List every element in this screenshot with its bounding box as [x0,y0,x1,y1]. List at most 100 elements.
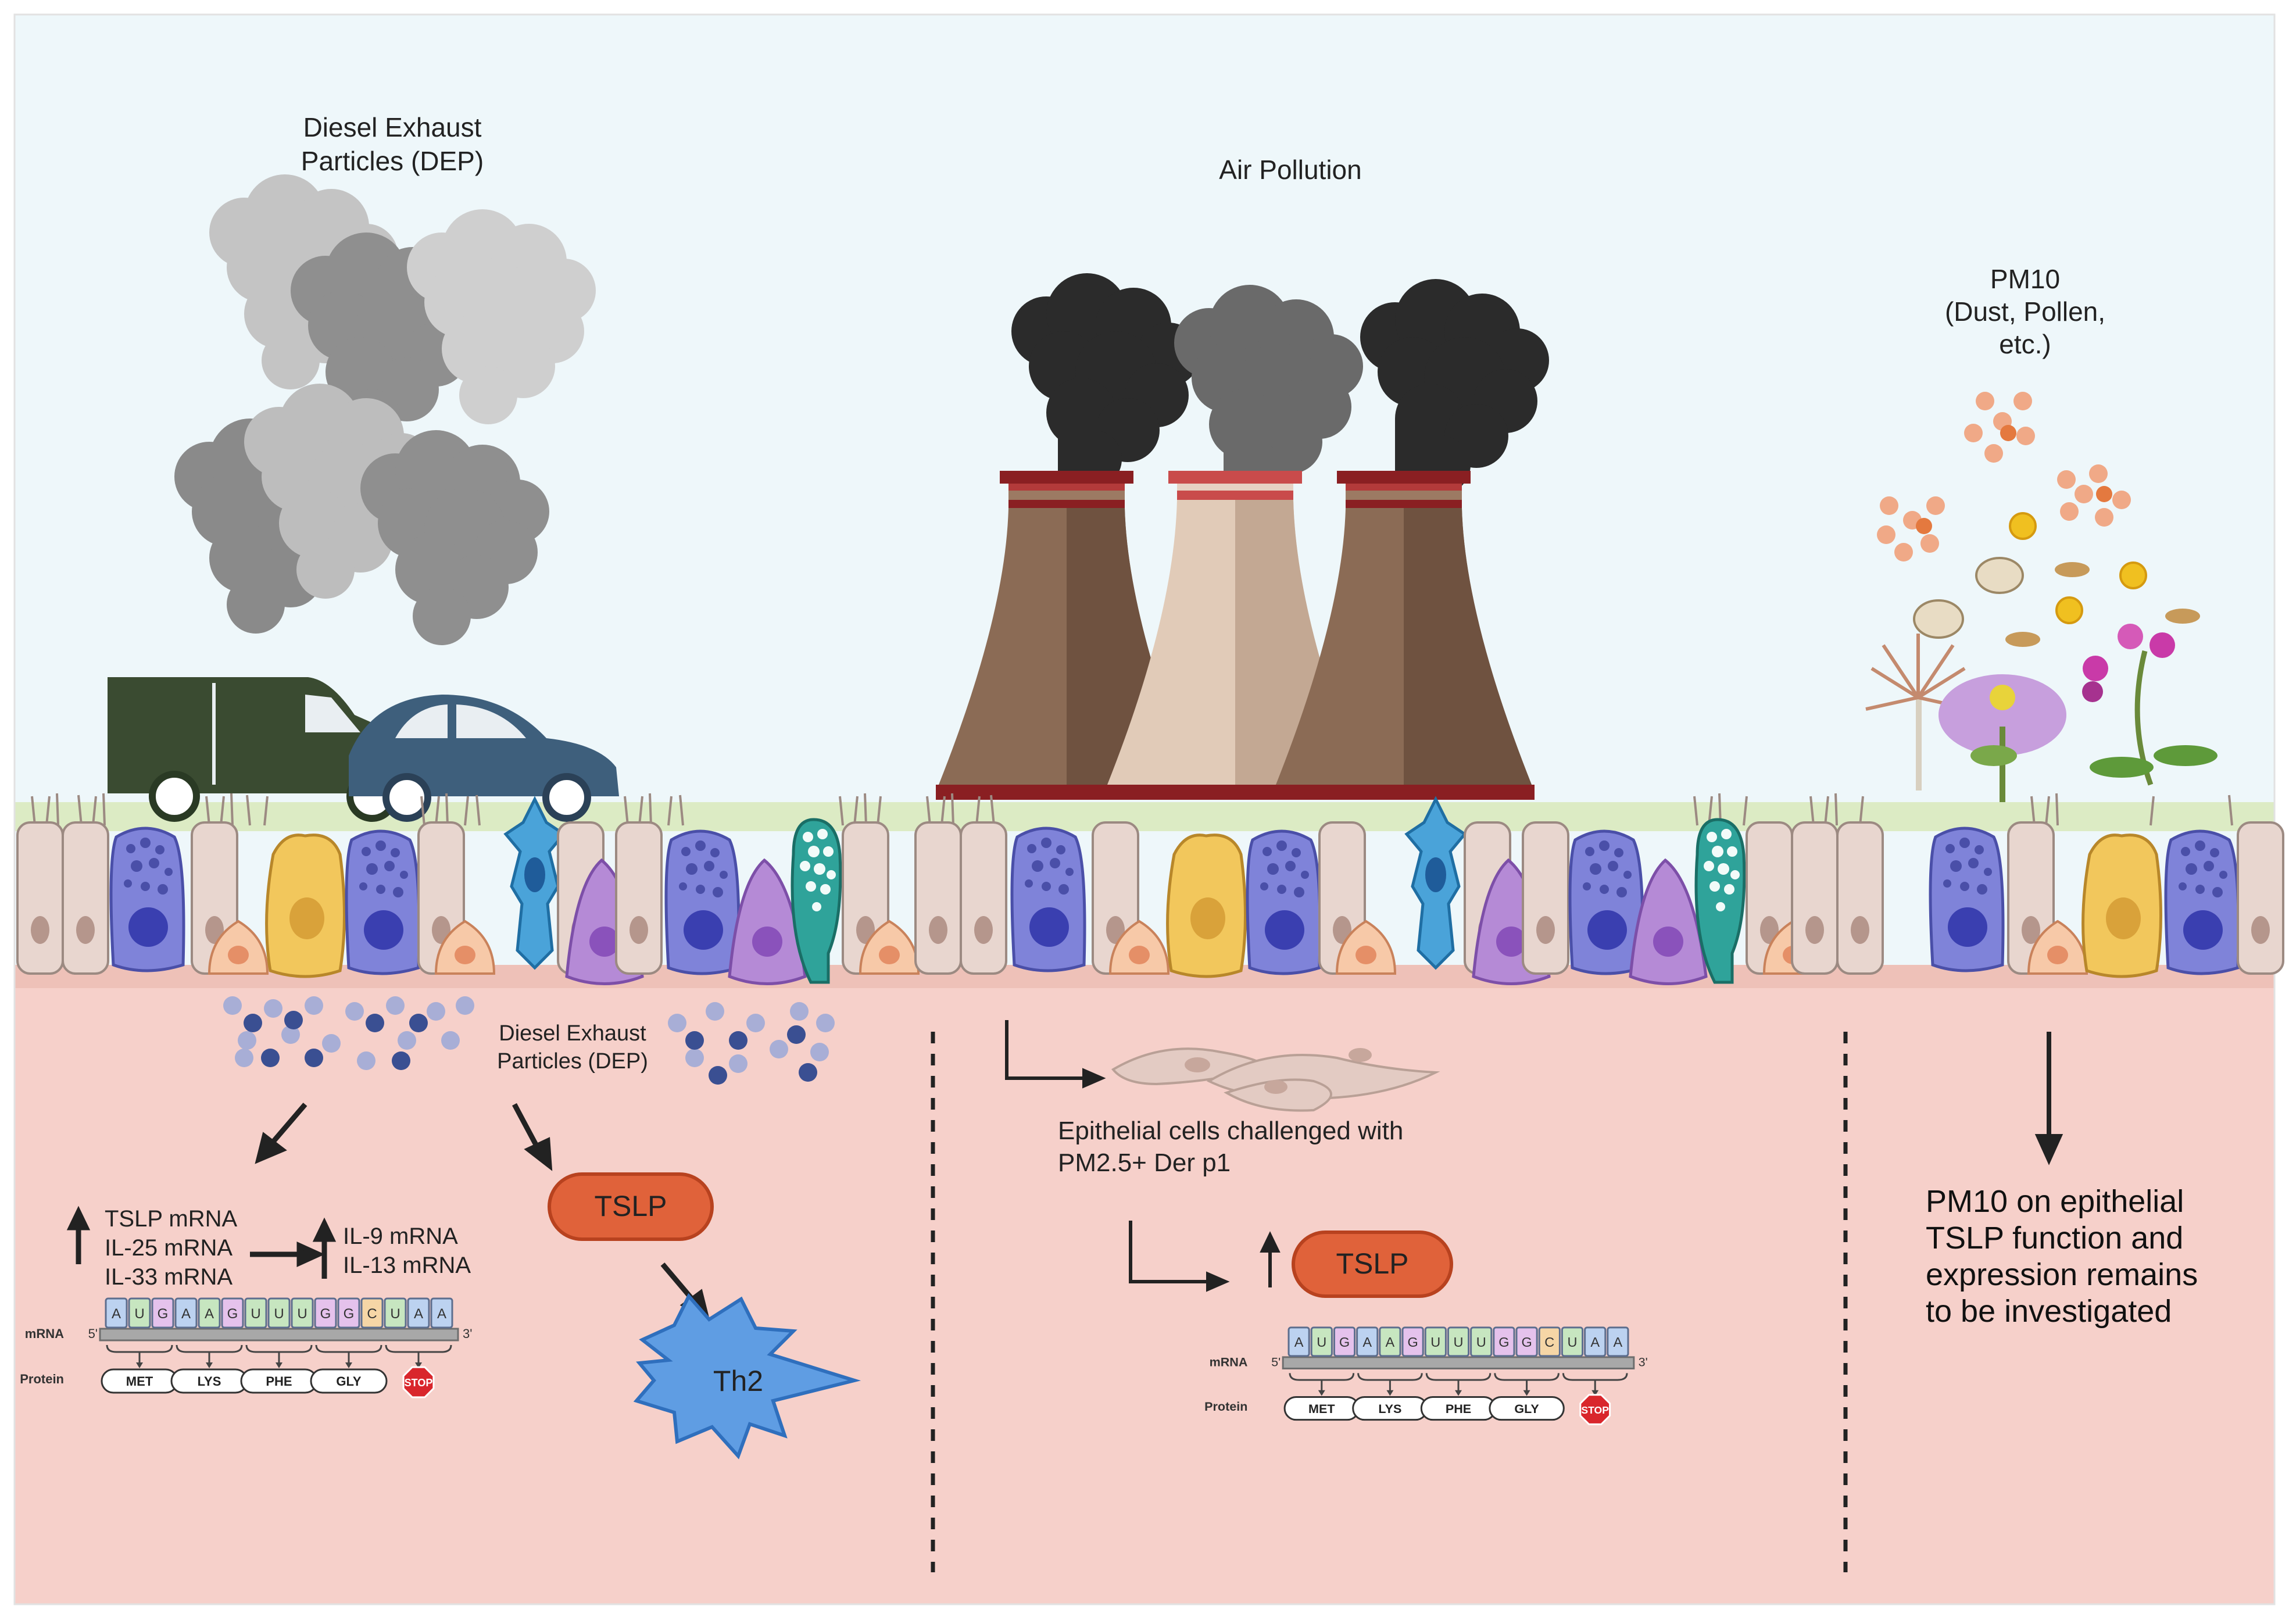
mrna-base [1424,1326,1447,1357]
codon-arrowhead [136,1362,143,1368]
mrna-base [1493,1326,1515,1357]
il9-mrna-label: IL-9 mRNA [343,1224,458,1249]
dep-mid-label-line1: Diesel Exhaust [499,1021,646,1046]
pm10-result-line1: PM10 on epithelial [1926,1184,2184,1219]
mrna-base-letter: U [1430,1335,1440,1350]
tslp-pill-middle: TSLP [1292,1230,1453,1298]
pm10-label-line3: etc.) [1999,329,2051,359]
pm10-result-line3: expression remains [1926,1257,2198,1292]
three-prime-label: 3' [1639,1355,1648,1369]
amino-acid-label: PHE [266,1374,292,1389]
figure-border [13,13,2276,1605]
mrna-base-letter: U [134,1306,144,1322]
codon-arrowhead [1318,1390,1325,1396]
dep-mid-label-line2: Particles (DEP) [497,1049,648,1074]
th2-label: Th2 [713,1365,763,1397]
factory-towers-icon [936,471,1535,800]
il25-mrna-label: IL-25 mRNA [105,1235,233,1261]
tslp-label-left: TSLP [594,1190,667,1222]
mrna-base [314,1297,337,1329]
amino-acid-label: PHE [1446,1401,1471,1416]
mrna-base [407,1297,430,1329]
mrna-base [384,1297,407,1329]
three-prime-label: 3' [463,1326,472,1341]
th2-cell-icon: Th2 [633,1293,861,1460]
five-prime-label: 5' [88,1326,98,1341]
tslp-mrna-label: TSLP mRNA [105,1206,238,1232]
mrna-base-letter: A [414,1306,423,1322]
il33-mrna-label: IL-33 mRNA [105,1264,233,1290]
amino-acid-label: LYS [198,1374,221,1389]
mrna-base [1561,1326,1584,1357]
amino-acid-pill [310,1368,388,1394]
pm10-label-line2: (Dust, Pollen, [1945,296,2105,327]
mrna-base [291,1297,314,1329]
five-prime-label: 5' [1271,1355,1281,1369]
stop-sign-icon [402,1366,435,1398]
mrna-base [221,1297,244,1329]
pm10-particles-icon [1877,392,2200,647]
flowers-icon [1865,624,2218,802]
mrna-base-letter: A [437,1306,446,1322]
protein-label: Protein [1204,1399,1247,1414]
stop-label: STOP [405,1377,433,1389]
mrna-base-letter: A [1614,1335,1623,1350]
mrna-base [1287,1326,1310,1357]
mrna-base-letter: U [1568,1335,1578,1350]
mrna-base-letter: U [1454,1335,1464,1350]
mrna-base [244,1297,267,1329]
mrna-label: mRNA [1210,1355,1248,1369]
mrna-base [151,1297,174,1329]
mrna-base [360,1297,384,1329]
mrna-base [1538,1326,1561,1357]
protein-label: Protein [20,1372,64,1386]
mrna-base [1310,1326,1333,1357]
factory-smoke-icon [1011,273,1549,500]
mrna-base [105,1297,128,1329]
amino-acid-label: MET [126,1374,153,1389]
mrna-base-letter: G [320,1306,331,1322]
mrna-base [1607,1326,1629,1357]
cilia-layer [31,793,2233,826]
codon-arrowhead [1523,1390,1530,1396]
mrna-base-letter: U [390,1306,400,1322]
codon-arrowhead [345,1362,352,1368]
mrna-base-letter: A [112,1306,121,1322]
mrna-base-letter: A [1294,1335,1304,1350]
mrna-base [1356,1326,1379,1357]
middle-panel-arrows [1005,1020,1281,1292]
mrna-base-letter: C [367,1306,377,1322]
mrna-base [174,1297,198,1329]
codon-arrowhead [1386,1390,1394,1396]
dep-particles-icon [223,996,835,1085]
air-pollution-label: Air Pollution [1219,155,1361,185]
mrna-base-letter: U [274,1306,284,1322]
mrna-base [1333,1326,1356,1357]
il13-mrna-label: IL-13 mRNA [343,1253,471,1278]
mrna-base [128,1297,151,1329]
mrna-base-letter: U [1317,1335,1326,1350]
codon-arrowhead [1591,1390,1599,1396]
mrna-base-letter: A [1386,1335,1395,1350]
codon-arrowhead [276,1362,282,1368]
mrna-base-letter: A [205,1306,214,1322]
amino-acid-pill [1489,1396,1565,1421]
mrna-label: mRNA [25,1326,64,1341]
mrna-base-letter: A [1590,1335,1600,1350]
mrna-base-letter: A [181,1306,191,1322]
pm10-result-line2: TSLP function and [1926,1221,2183,1255]
epithelial-label-line2: PM2.5+ Der p1 [1058,1149,1231,1177]
mrna-backbone [99,1328,459,1342]
mrna-base-letter: G [227,1306,238,1322]
mrna-base-letter: G [1339,1335,1350,1350]
mrna-backbone [1282,1356,1635,1369]
mrna-base-letter: U [1476,1335,1486,1350]
amino-acid-label: GLY [336,1374,362,1389]
mrna-base [430,1297,453,1329]
mrna-base [1515,1326,1538,1357]
mrna-base [1379,1326,1401,1357]
